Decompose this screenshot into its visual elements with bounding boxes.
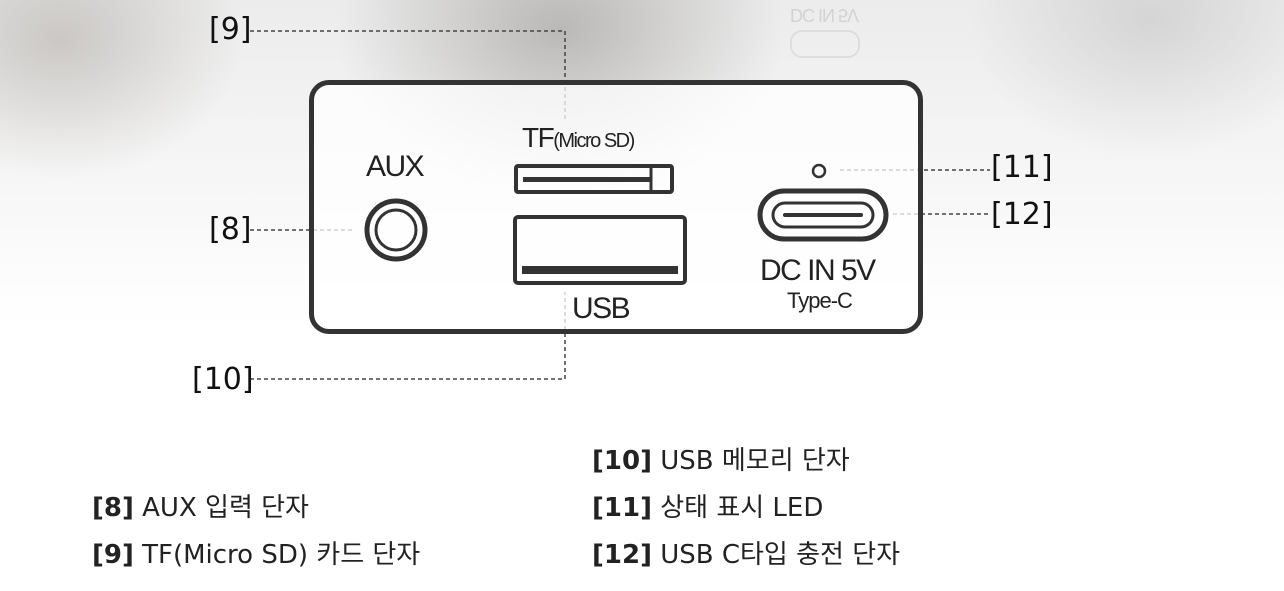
legend-item-11: [11] 상태 표시 LED — [592, 487, 823, 524]
aux-jack-icon — [364, 198, 428, 262]
legend-num: [9] — [92, 540, 134, 570]
type-c-label: Type-C — [787, 288, 853, 313]
legend-num: [8] — [92, 493, 134, 523]
legend-item-12: [12] USB C타입 충전 단자 — [592, 534, 900, 571]
tf-label: TF(Micro SD) — [522, 122, 635, 154]
legend-text: USB C타입 충전 단자 — [660, 540, 901, 570]
tf-label-main: TF — [522, 122, 555, 153]
legend-num: [10] — [592, 446, 652, 476]
status-led-icon — [811, 163, 827, 179]
callout-10: [10] — [192, 362, 254, 397]
legend-text: USB 메모리 단자 — [660, 446, 850, 476]
callout-8: [8] — [209, 212, 252, 247]
tf-slot-icon — [514, 164, 674, 194]
usb-c-port-icon — [757, 188, 889, 242]
usb-label: USB — [572, 292, 631, 325]
legend-num: [12] — [592, 540, 652, 570]
aux-label: AUX — [366, 150, 425, 183]
legend-text: TF(Micro SD) 카드 단자 — [142, 540, 421, 570]
legend-item-10: [10] USB 메모리 단자 — [592, 440, 850, 477]
callout-9: [9] — [209, 12, 252, 47]
callout-11: [11] — [991, 150, 1053, 185]
legend-num: [11] — [592, 493, 652, 523]
background-ghost-port — [790, 30, 860, 58]
callout-12: [12] — [991, 197, 1053, 232]
tf-label-sub: (Micro SD) — [553, 130, 635, 152]
legend-text: 상태 표시 LED — [660, 493, 824, 523]
usb-port-icon — [513, 215, 687, 285]
legend-text: AUX 입력 단자 — [142, 493, 309, 523]
legend-item-8: [8] AUX 입력 단자 — [92, 487, 309, 524]
dc-in-label: DC IN 5V — [760, 254, 876, 287]
legend-item-9: [9] TF(Micro SD) 카드 단자 — [92, 534, 420, 571]
